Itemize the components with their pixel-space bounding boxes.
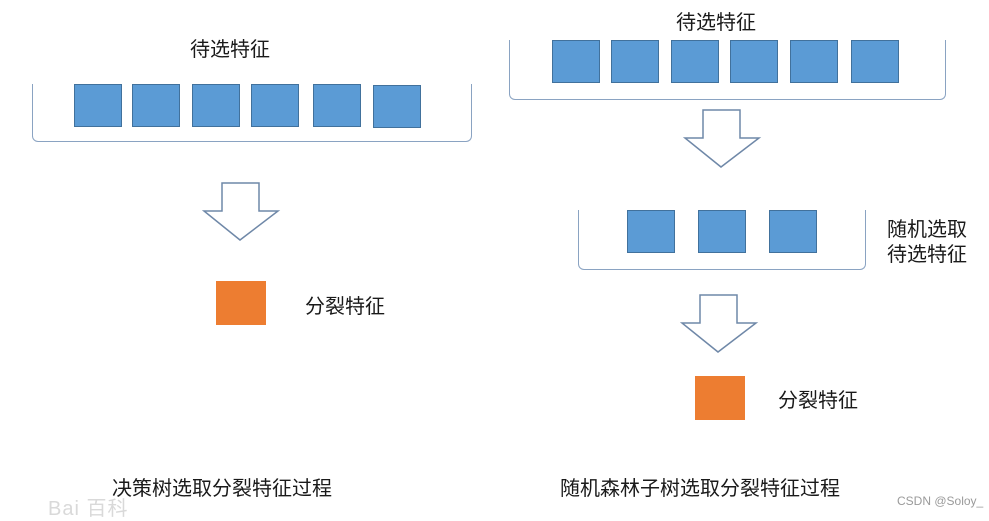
left-candidate-bracket — [32, 84, 472, 142]
left-split-label: 分裂特征 — [305, 294, 385, 318]
left-feature-square-3 — [192, 84, 240, 127]
right-down-arrow-icon-2 — [679, 294, 759, 353]
right-feature-square-6 — [851, 40, 899, 83]
left-split-square — [216, 281, 266, 325]
right-subset-bracket — [578, 210, 866, 270]
right-down-arrow-icon-1 — [682, 109, 762, 168]
right-subset-square-2 — [698, 210, 746, 253]
right-split-square — [695, 376, 745, 420]
left-feature-square-2 — [132, 84, 180, 127]
right-candidate-bracket — [509, 40, 946, 100]
right-feature-square-1 — [552, 40, 600, 83]
left-feature-square-6 — [373, 85, 421, 128]
right-feature-square-5 — [790, 40, 838, 83]
right-caption: 随机森林子树选取分裂特征过程 — [560, 476, 840, 500]
right-subset-square-3 — [769, 210, 817, 253]
left-feature-square-5 — [313, 84, 361, 127]
left-down-arrow-icon — [201, 182, 281, 241]
right-subset-label-line2: 待选特征 — [887, 242, 967, 266]
right-candidate-title: 待选特征 — [676, 10, 756, 34]
left-feature-square-1 — [74, 84, 122, 127]
left-caption: 决策树选取分裂特征过程 — [112, 476, 332, 500]
right-feature-square-4 — [730, 40, 778, 83]
right-feature-square-3 — [671, 40, 719, 83]
right-subset-label-line1: 随机选取 — [887, 217, 967, 241]
right-split-label: 分裂特征 — [778, 388, 858, 412]
csdn-watermark: CSDN @Soloy_ — [897, 494, 984, 508]
baidu-watermark: Bai 百科 — [48, 498, 129, 520]
left-feature-square-4 — [251, 84, 299, 127]
right-subset-square-1 — [627, 210, 675, 253]
right-feature-square-2 — [611, 40, 659, 83]
left-candidate-title: 待选特征 — [190, 37, 270, 61]
